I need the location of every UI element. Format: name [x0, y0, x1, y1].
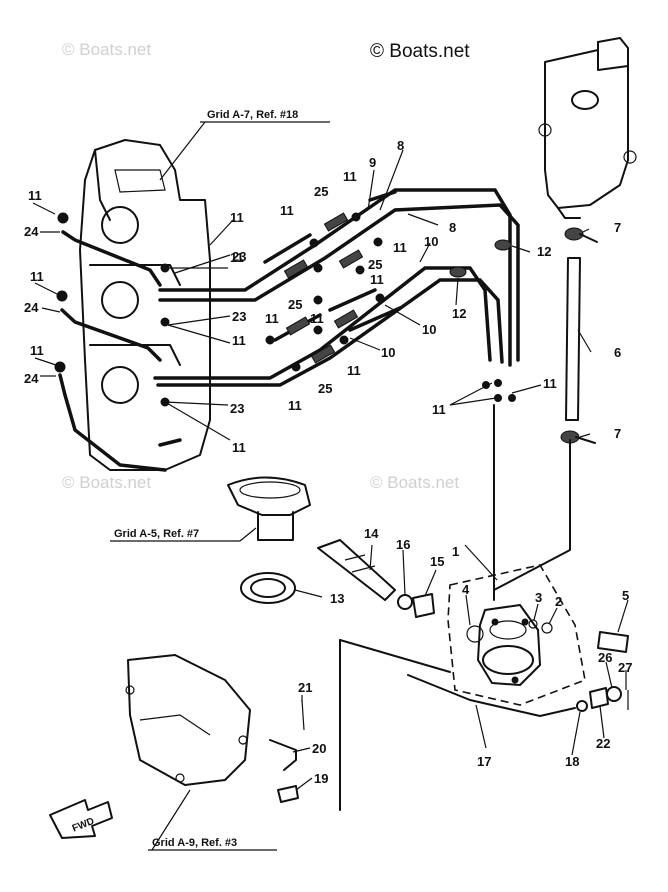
cylinder-block-drawing: [79, 139, 211, 471]
callout-11-i: 11: [265, 311, 279, 326]
callout-11-e: 11: [280, 203, 294, 218]
ref-grid-a7-label: Grid A-7, Ref. #18: [207, 109, 298, 121]
callout-7-top: 7: [614, 220, 621, 235]
callout-17: 17: [477, 754, 491, 769]
callout-11-j: 11: [310, 311, 324, 326]
forward-arrow-icon: FWD: [49, 799, 113, 839]
cross-hoses-24: [54, 212, 167, 472]
callout-11-k: 11: [347, 363, 361, 378]
callout-18: 18: [565, 754, 579, 769]
ref-grid-a9: Grid A-9, Ref. #3: [148, 789, 277, 851]
callout-12-top: 12: [537, 244, 551, 259]
callout-11-c: 11: [30, 343, 44, 358]
callout-11-f: 11: [343, 169, 357, 184]
callout-11-b: 11: [30, 269, 44, 284]
callout-21: 21: [298, 680, 312, 695]
joint-19: [277, 785, 299, 803]
fuel-pump-drawing: [466, 604, 541, 686]
callout-25-b: 25: [368, 257, 382, 272]
seal-13: [240, 572, 296, 604]
callout-11-n: 11: [232, 440, 246, 455]
callout-11-o: 11: [432, 402, 446, 417]
screw-21: [301, 699, 305, 731]
fuel-hoses-8-10: [153, 188, 520, 447]
watermark-top: © Boats.net: [370, 41, 470, 62]
callout-27: 27: [618, 660, 632, 675]
washer-26: [606, 686, 622, 702]
callout-11-h: 11: [370, 272, 384, 287]
watermark-top-left: © Boats.net: [62, 40, 151, 59]
ref-grid-a5: Grid A-5, Ref. #7: [110, 527, 257, 542]
callout-14: 14: [364, 526, 379, 541]
callout-22: 22: [596, 736, 610, 751]
screw-2: [541, 622, 553, 634]
watermark-mid-left: © Boats.net: [62, 473, 151, 492]
callout-23-top: 23: [232, 249, 246, 264]
watermark-mid-right: © Boats.net: [370, 473, 459, 492]
fitting-22: [589, 687, 609, 709]
part-15: [412, 593, 435, 618]
callout-11-q: 11: [230, 250, 244, 265]
callout-4: 4: [462, 582, 470, 597]
ref-grid-a7: Grid A-7, Ref. #18: [159, 109, 330, 181]
callout-10-top: 10: [424, 234, 438, 249]
callout-6: 6: [614, 345, 621, 360]
return-line: [493, 439, 571, 591]
callout-23-bottom: 23: [230, 401, 244, 416]
callout-9: 9: [369, 155, 376, 170]
callout-15: 15: [430, 554, 444, 569]
callout-11-p: 11: [543, 376, 557, 391]
callout-25-d: 25: [318, 381, 332, 396]
callout-12-mid: 12: [452, 306, 466, 321]
fitting-5: [597, 631, 629, 653]
lower-crankcase-drawing: [125, 654, 251, 786]
callout-11-a: 11: [28, 188, 42, 203]
callout-13: 13: [330, 591, 344, 606]
callout-2: 2: [555, 594, 562, 609]
callout-19: 19: [314, 771, 328, 786]
callout-numbers: 1 2 3 4 5 6 7 7 8 8 9 10 10 10 11 11 11 …: [24, 138, 632, 786]
callout-11-d: 11: [230, 210, 244, 225]
callout-1: 1: [452, 544, 459, 559]
callout-8-mid: 8: [449, 220, 456, 235]
fuel-pump-assembly-outline: [447, 564, 586, 706]
hose-joints-25-and-clips-11: [265, 212, 516, 402]
shaft-14: [317, 539, 396, 601]
ref-grid-a9-label: Grid A-9, Ref. #3: [152, 837, 237, 849]
screw-3: [528, 619, 538, 629]
hose-6-with-clips: [560, 227, 598, 444]
callout-11-g: 11: [393, 240, 407, 255]
callout-24-top: 24: [24, 224, 39, 239]
ref-grid-a5-label: Grid A-5, Ref. #7: [114, 528, 199, 540]
forward-label: FWD: [71, 816, 96, 835]
callout-24-mid: 24: [24, 300, 39, 315]
ring-18: [576, 700, 588, 712]
fuel-tank-drawing: [538, 37, 637, 219]
callout-10-bottom: 10: [381, 345, 395, 360]
callout-26: 26: [598, 650, 612, 665]
callout-25-c: 25: [288, 297, 302, 312]
callout-3: 3: [535, 590, 542, 605]
callout-16: 16: [396, 537, 410, 552]
leader-lines: [32, 149, 629, 791]
callout-24-bottom: 24: [24, 371, 39, 386]
callout-5: 5: [622, 588, 629, 603]
callout-10-mid: 10: [422, 322, 436, 337]
callout-20: 20: [312, 741, 326, 756]
link-rod-17: [407, 674, 576, 717]
pump-link-connector: [339, 639, 451, 673]
callout-7-bottom: 7: [614, 426, 621, 441]
callout-11-m: 11: [232, 333, 246, 348]
lever-20: [269, 739, 297, 771]
washer-16: [397, 594, 413, 610]
callout-25-a: 25: [314, 184, 328, 199]
callout-11-l: 11: [288, 398, 302, 413]
intake-flange-drawing: [227, 476, 311, 541]
callout-23-mid: 23: [232, 309, 246, 324]
callout-8-top: 8: [397, 138, 404, 153]
